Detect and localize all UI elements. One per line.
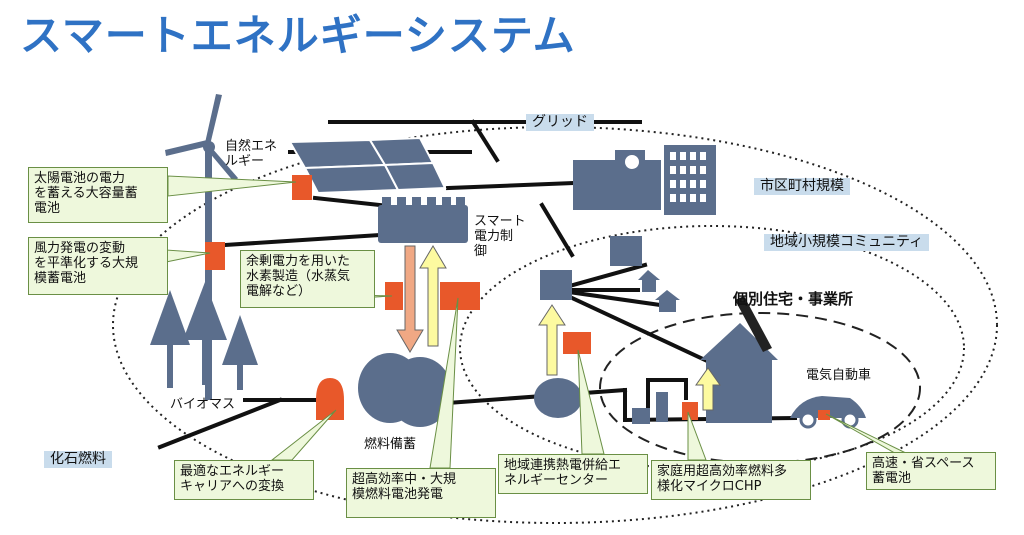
building-windows [670,152,706,202]
grid-label: グリッド [526,114,594,131]
callout-energy-carrier: 最適なエネルギー キャリアへの変換 [174,460,314,500]
callout-large-fuel-cell: 超高効率中・大規 模燃料電池発電 [346,468,496,518]
callout-solar-storage: 太陽電池の電力 を蓄える大容量蓄 電池 [28,167,168,223]
natural-energy-label: 自然エネ ルギー [225,139,278,169]
house [700,296,778,423]
callout-wind-storage: 風力発電の変動 を平準化する大規 模蓄電池 [28,237,168,295]
fuel-storage-tanks [358,353,582,427]
flow-arrows [396,245,721,411]
home-chp-unit [632,378,688,424]
solar-panels [288,136,447,195]
community-scale-boundary [459,225,965,471]
smart-power-controller [378,197,468,243]
page-title: スマートエネルギーシステム [20,11,576,60]
community-hub [540,236,680,312]
callout-ev-battery: 高速・省スペース 蓄電池 [866,452,996,490]
smart-control-label: スマート 電力制 御 [474,214,526,259]
biomass-label: バイオマス [170,397,236,412]
fuel-storage-label: 燃料備蓄 [364,437,417,452]
orange-components [205,175,830,420]
electric-car [790,396,866,429]
callout-home-chp: 家庭用超高効率燃料多 様化マイクロCHP [651,460,811,500]
callout-district-energy: 地域連携熱電併給エ ネルギーセンター [498,454,648,494]
individual-home-label: 個別住宅・事業所 [733,290,854,308]
municipal-scale-label: 市区町村規模 [754,178,850,195]
ev-label: 電気自動車 [806,368,872,383]
fossil-fuel-label: 化石燃料 [44,451,112,468]
forest [150,282,258,390]
callout-hydrogen: 余剰電力を用いた 水素製造（水蒸気 電解など） [240,250,375,308]
community-scale-label: 地域小規模コミュニティ [764,234,930,251]
municipal-scale-boundary [112,126,998,524]
callout-pointers [165,175,913,469]
wind-turbine [165,94,238,400]
